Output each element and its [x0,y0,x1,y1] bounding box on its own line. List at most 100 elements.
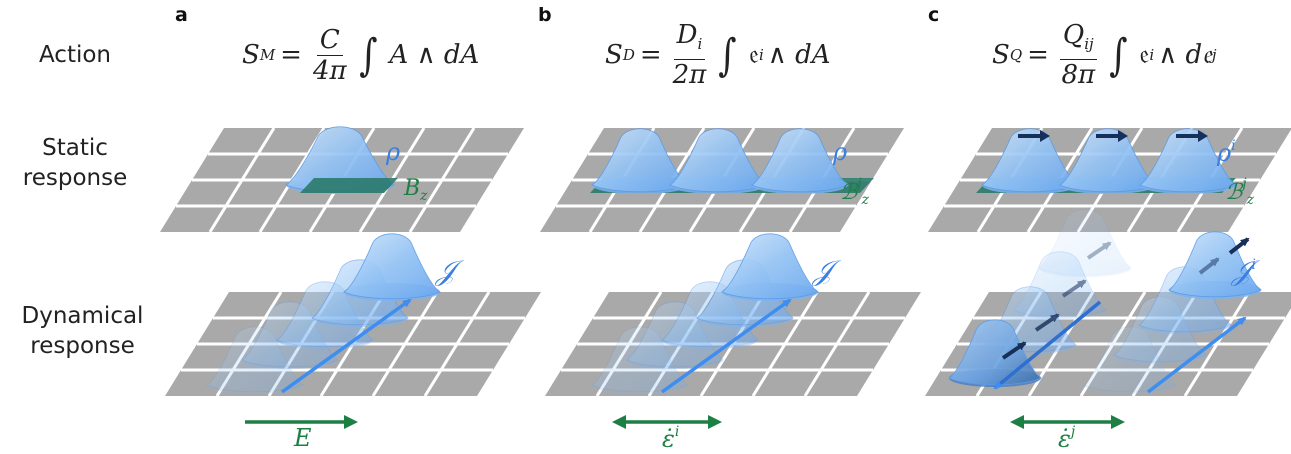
eq-c-num-main: Q [1062,20,1085,50]
static-spin-c-1-head [1118,130,1128,142]
static-bump-b-1-dome [669,128,767,193]
density-label-c-sup: i [1231,138,1236,154]
static-bump-c-1-dome [1059,128,1157,193]
row-label-action: Action [10,40,140,70]
dynamic-spin-c-shaft-2 [1034,313,1060,332]
static-bump-c-0 [981,128,1079,194]
drive-arrow-c [1010,415,1125,429]
field-label-b-sub: z [861,192,870,208]
panel-letter-a: a [175,4,188,26]
drive-label-b-sup: i [674,424,680,440]
moving-bump-b-4-dome [721,233,819,300]
eq-b-num-sub: i [697,35,703,53]
static-bump-b-0-dome [591,128,689,193]
moving-bump-b-4 [721,233,819,301]
dynamic-spin-c-1 [1061,279,1087,298]
drive-arrow-b [612,415,722,429]
dynamic-grid-0-vline [371,291,439,397]
eq-b-equals: = [639,40,662,70]
field-band-a [300,178,398,193]
dynamic-spin-c-shaft-1 [1061,279,1087,298]
field-label-b: ℬjz [840,176,869,208]
field-label-a-sub: z [420,188,428,204]
current-label-c-main: 𝒥 [1232,254,1252,287]
field-label-c-sub: z [1246,192,1255,208]
eq-c-den: 8π [1061,60,1096,90]
integral-sign: ∫ [1108,29,1128,81]
static-bump-c-1 [1059,128,1157,194]
eq-a-body: A ∧ dA [389,40,480,70]
dynamic-grid-2-vline [1183,291,1251,397]
dynamic-spin-c-right-0 [1228,237,1250,255]
dynamic-spin-c-right-1 [1198,257,1220,275]
field-label-c-sup: j [1242,176,1247,192]
dynamic-spin-c-2 [1034,313,1060,332]
dynamic-spin-c-shaft-3 [1001,341,1027,360]
field-label-a-main: B [404,176,421,201]
current-label-b-main: 𝒥 [813,254,833,287]
static-label-line2: response [22,165,128,191]
static-spin-c-2 [1176,130,1208,142]
field-label-c: ℬjz [1225,176,1254,208]
eq-b-fraction: Di 2π [673,20,707,90]
eq-c-num-sub: ij [1084,35,1094,53]
action-label: Action [38,42,112,68]
eq-a-den: 4π [312,55,347,86]
eq-a-equals: = [280,40,302,70]
eq-c-lhs: S [992,40,1010,70]
current-label-c-sup: i [1251,257,1256,273]
eq-c-num: Qij [1059,20,1097,60]
dynamical-label-line2: response [30,333,135,359]
eq-c-body-pre: 𝔢 [1139,39,1150,70]
eq-c-equals: = [1027,40,1049,70]
dynamic-spin-c-shaft-0 [1086,241,1112,260]
eq-b-body-pre: 𝔢 [749,39,759,70]
drive-label-a: E [294,424,312,452]
current-arrow-a [280,298,412,394]
eq-b-num-main: D [676,20,698,50]
static-bump-b-2 [751,128,849,194]
dynamic-spin-c-3 [1001,341,1027,360]
dynamic-spin-c-0 [1086,241,1112,260]
static-spin-c-1 [1096,130,1128,142]
current-label-a-main: 𝒥 [436,254,456,287]
static-spin-c-0-head [1040,130,1050,142]
eq-a-num: C [316,25,343,56]
moving-bump-c-right-2 [1138,266,1232,334]
current-label-b: 𝒥 [813,254,832,288]
static-label-line1: Static [42,135,108,161]
eq-b-den: 2π [672,60,707,90]
eq-c-body-sup2: j [1211,46,1217,64]
static-grid-0-vline [208,127,276,233]
dynamical-label-line1: Dynamical [21,303,144,329]
density-label-b: ρ [833,138,847,166]
density-label-c-main: ρ [1217,139,1232,167]
static-spin-c-2-head [1198,130,1208,142]
static-bump-b-2-dome [751,128,849,193]
integral-sign: ∫ [358,29,378,81]
density-label-a: ρ [386,138,400,166]
static-bump-c-2 [1139,128,1237,194]
eq-b-lhs-sub: D [622,46,635,64]
drive-arrow-b-head-left [612,415,626,429]
static-bump-c-0-dome [981,128,1079,193]
drive-label-a-main: E [294,424,312,452]
eq-c-body-sup: i [1149,46,1155,64]
eq-b-body-sup: i [758,46,764,64]
density-label-c: ρi [1217,138,1236,167]
dynamic-grid-1-vline [803,291,871,397]
drive-label-c: ε̇j [1058,424,1075,453]
drive-arrow-c-head-left [1010,415,1024,429]
current-label-c: 𝒥i [1232,254,1256,288]
row-label-dynamical: Dynamical response [0,301,165,361]
dynamic-spin-c-right-shaft-1 [1198,257,1220,275]
eq-a-lhs-sub: M [259,46,276,64]
dynamic-spin-c-right-shaft-0 [1228,237,1250,255]
density-label-a-main: ρ [386,138,401,166]
eq-c-body-mid: ∧ d𝔢 [1158,39,1212,70]
current-arrow-c-left [993,300,1102,390]
drive-arrow-a-head [344,415,358,429]
